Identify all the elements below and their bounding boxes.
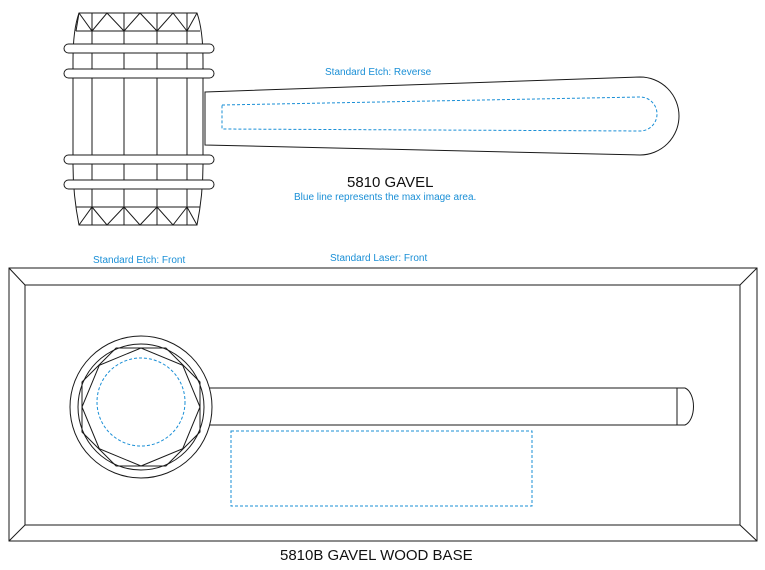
base-gavel-head-outer (69, 335, 213, 479)
base-gavel-head-octagon (81, 347, 201, 467)
base-front-etch-area (96, 357, 186, 447)
image-area-note: Blue line represents the max image area. (294, 192, 477, 203)
gavel-top-facets (75, 12, 200, 32)
label-etch-reverse: Standard Etch: Reverse (325, 67, 432, 78)
gavel-bottom-facets (76, 206, 200, 226)
base-outer-edge (8, 267, 758, 542)
gavel-title: 5810 GAVEL (347, 174, 434, 191)
gavel-image-area (221, 96, 658, 132)
gavel-handle (204, 76, 680, 156)
base-inner-panel (24, 284, 741, 526)
base-laser-image-area (230, 430, 533, 507)
gavel-staves (91, 31, 188, 207)
label-laser-front: Standard Laser: Front (330, 253, 428, 264)
gavel-bands (63, 43, 215, 190)
base-gavel-head-star (81, 347, 201, 467)
wood-base-view (8, 267, 758, 542)
base-gavel-head-ring (77, 343, 205, 471)
base-bevel-lines (8, 267, 758, 542)
base-gavel-handle (204, 387, 694, 426)
base-title: 5810B GAVEL WOOD BASE (280, 547, 473, 564)
gavel-side-view (63, 12, 680, 226)
label-etch-front: Standard Etch: Front (93, 255, 186, 266)
